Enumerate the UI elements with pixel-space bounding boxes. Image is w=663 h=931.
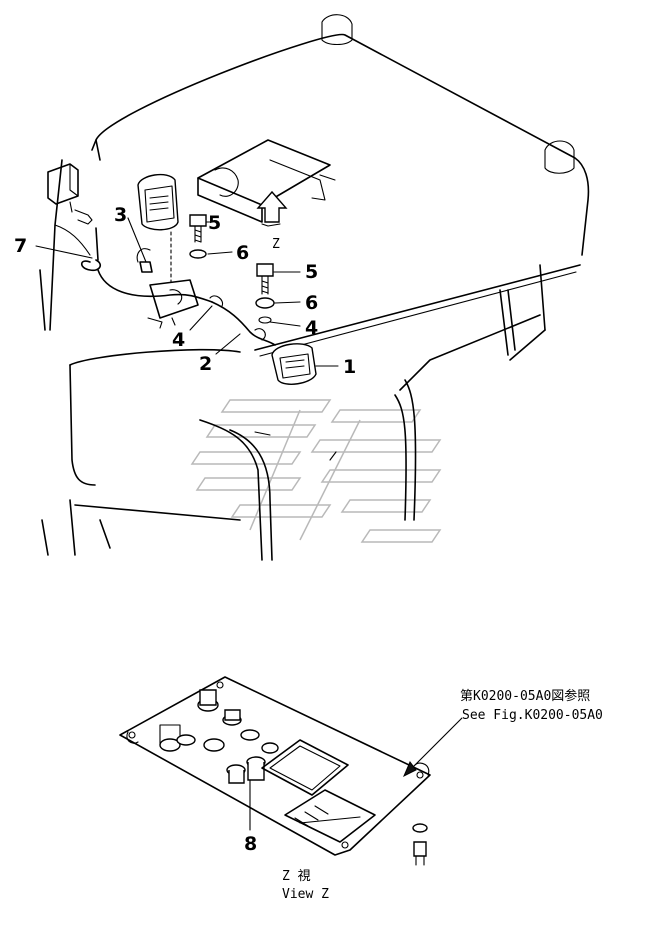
callout-3: 3	[114, 204, 127, 226]
callout-6-lower: 6	[305, 292, 318, 314]
lamp-upper	[137, 173, 179, 231]
cab-body	[39, 14, 590, 561]
roof-bracket	[197, 139, 336, 227]
callout-1: 1	[343, 356, 356, 378]
reference-arrow	[403, 717, 463, 778]
view-caption-en: View Z	[282, 887, 329, 902]
callout-4-right: 4	[305, 317, 318, 339]
callouts: 7 3 5 6 5 6 4 4 2 1 8	[14, 204, 356, 855]
leader-lines	[35, 217, 339, 831]
callout-4-left: 4	[172, 329, 185, 351]
switch-panel	[119, 676, 431, 856]
callout-2: 2	[199, 353, 212, 375]
harness-assembly	[80, 227, 276, 346]
view-marker-z: Z	[272, 237, 280, 252]
watermark-logo	[190, 399, 442, 543]
switch-group	[159, 689, 279, 784]
callout-6-upper: 6	[236, 242, 249, 264]
callout-5-lower: 5	[305, 261, 318, 283]
callout-8: 8	[244, 833, 257, 855]
screw	[412, 823, 428, 866]
lamp-lower	[271, 343, 317, 385]
reference-en: See Fig.K0200-05A0	[462, 708, 603, 723]
reference-jp: 第K0200-05A0図参照	[460, 688, 590, 704]
lamp-small	[47, 163, 93, 225]
bolt-upper	[189, 214, 207, 259]
bolt-lower	[255, 263, 275, 324]
callout-7: 7	[14, 235, 27, 257]
view-caption-jp: Z 視	[282, 869, 311, 884]
callout-5-upper: 5	[208, 212, 221, 234]
